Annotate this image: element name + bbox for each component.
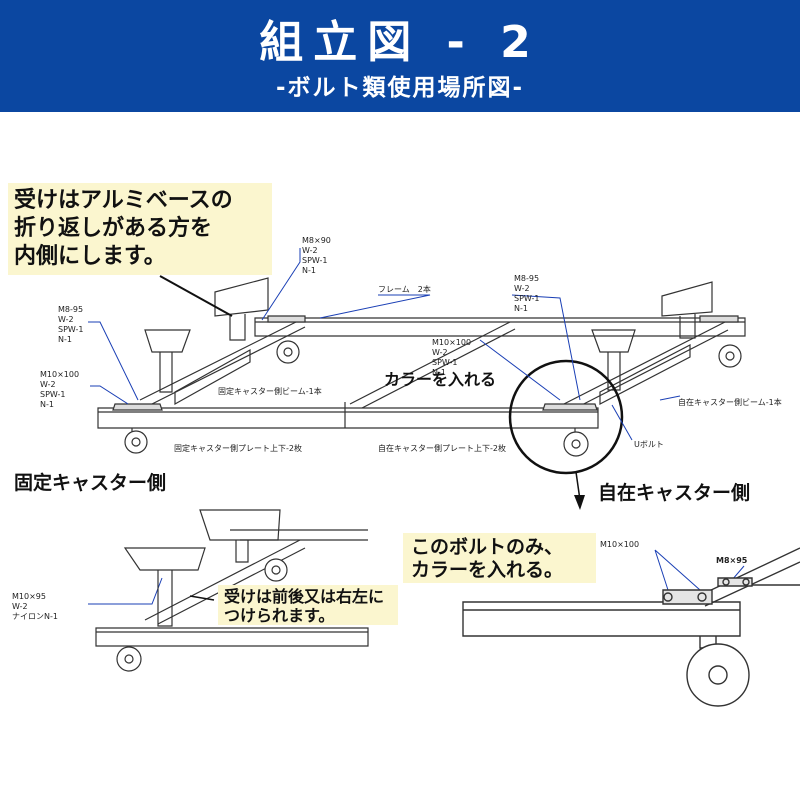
- caster-swivel-zoom: [686, 643, 750, 707]
- caster-swivel-back: [718, 344, 742, 368]
- label-fixed-beam: 固定キャスター側ビーム-1本: [218, 387, 322, 396]
- swivel-side-zoom: [462, 547, 800, 649]
- label-fixed-plate: 固定キャスター側プレート上下-2枚: [174, 444, 302, 453]
- label-m10x100-detail: M10×100: [600, 540, 640, 549]
- note-receiver-fold: 受けはアルミベースの折り返しがある方を内側にします。: [8, 183, 272, 275]
- label-u-bolt: Uボルト: [634, 440, 664, 449]
- right-rail: [559, 321, 729, 411]
- label-frame: フレーム 2本: [378, 285, 431, 294]
- receiver-2: [144, 329, 191, 393]
- fixed-side-detail: [95, 509, 369, 647]
- caster-swivel-front: [563, 428, 589, 457]
- caster-fixed-detail-front: [116, 646, 142, 672]
- note-collar-only: このボルトのみ、カラーを入れる。: [403, 533, 596, 583]
- note-receiver-mount: 受けは前後又は右左につけられます。: [218, 585, 398, 625]
- receiver-3: [661, 281, 713, 339]
- back-beam: [254, 317, 746, 337]
- detail-circle: [508, 359, 624, 475]
- label-m8x95-detail: M8×95: [716, 556, 748, 565]
- caster-fixed-back: [276, 340, 300, 364]
- caster-fixed-detail-back: [264, 558, 288, 582]
- page-title: 組立図 - 2: [259, 17, 541, 68]
- label-swivel-side: 自在キャスター側: [598, 482, 751, 504]
- page-subtitle: -ボルト類使用場所図-: [275, 75, 525, 101]
- swivel-cross-beam: [599, 344, 691, 405]
- label-swivel-plate: 自在キャスター側プレート上下-2枚: [378, 444, 506, 453]
- label-fixed-side: 固定キャスター側: [14, 472, 167, 494]
- label-collar-insert: カラーを入れる: [384, 370, 497, 389]
- receiver-1: [214, 277, 269, 341]
- arrow-down-icon: [574, 495, 585, 510]
- caster-fixed-front: [124, 428, 148, 454]
- title-banner: 組立図 - 2 -ボルト類使用場所図-: [0, 0, 800, 112]
- fixed-cross-beam: [174, 348, 251, 406]
- label-swivel-beam: 自在キャスター側ビーム-1本: [678, 398, 782, 407]
- front-beam: [97, 407, 599, 429]
